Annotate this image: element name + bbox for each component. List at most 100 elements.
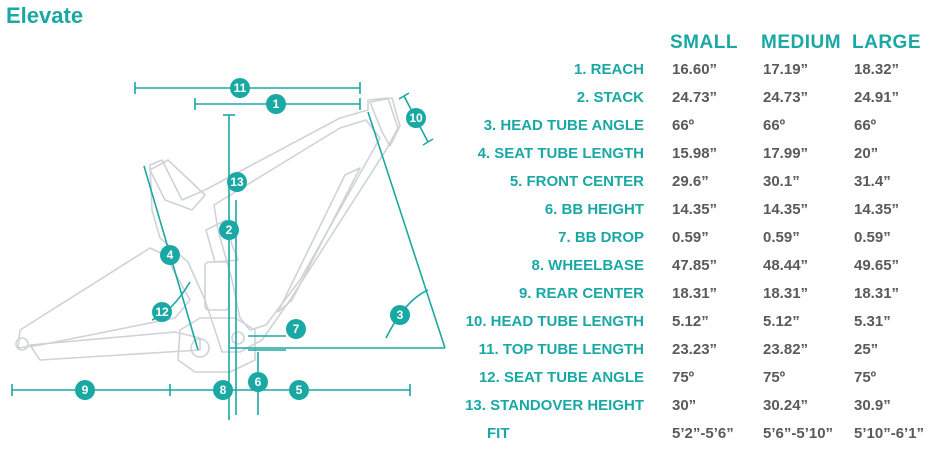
row-label: 1. REACH xyxy=(573,61,644,78)
svg-text:10: 10 xyxy=(409,111,423,125)
svg-text:3: 3 xyxy=(397,308,404,322)
row-label: FIT xyxy=(487,425,510,442)
table-row: 8. WHEELBASE 47.85” 48.44” 49.65” xyxy=(0,257,936,285)
row-label: 12. SEAT TUBE ANGLE xyxy=(478,369,644,386)
value-medium: 75º xyxy=(763,369,786,386)
value-medium: 30.1” xyxy=(763,173,800,190)
table-row: 12. SEAT TUBE ANGLE 75º 75º 75º xyxy=(0,369,936,397)
badge-5: 5 xyxy=(289,380,309,400)
table-row: 4. SEAT TUBE LENGTH 15.98” 17.99” 20” xyxy=(0,145,936,173)
table-row: 5. FRONT CENTER 29.6” 30.1” 31.4” xyxy=(0,173,936,201)
value-large: 5’10”-6’1” xyxy=(854,425,925,442)
value-large: 25” xyxy=(854,341,879,358)
value-small: 24.73” xyxy=(672,89,718,106)
badge-7: 7 xyxy=(286,319,306,339)
dimension-badges: 11 1 10 13 2 4 12 3 7 6 9 8 5 xyxy=(75,78,426,400)
badge-3: 3 xyxy=(390,305,410,325)
value-large: 66º xyxy=(854,117,877,134)
row-label: 9. REAR CENTER xyxy=(518,285,644,302)
row-label: 7. BB DROP xyxy=(558,229,644,246)
value-small: 47.85” xyxy=(672,257,718,274)
row-label: 3. HEAD TUBE ANGLE xyxy=(483,117,644,134)
value-medium: 17.19” xyxy=(763,61,809,78)
row-label: 2. STACK xyxy=(576,89,644,106)
value-large: 30.9” xyxy=(854,397,891,414)
badge-8: 8 xyxy=(213,380,233,400)
value-large: 14.35” xyxy=(854,201,900,218)
svg-text:5: 5 xyxy=(296,383,303,397)
value-small: 5’2”-5’6” xyxy=(672,425,734,442)
value-medium: 5’6”-5’10” xyxy=(763,425,834,442)
value-medium: 66º xyxy=(763,117,786,134)
value-large: 24.91” xyxy=(854,89,900,106)
value-small: 66º xyxy=(672,117,695,134)
svg-text:11: 11 xyxy=(234,81,247,95)
svg-text:12: 12 xyxy=(155,305,169,319)
badge-13: 13 xyxy=(227,172,247,192)
value-medium: 48.44” xyxy=(763,257,809,274)
row-label: 6. BB HEIGHT xyxy=(544,201,644,218)
table-row: 10. HEAD TUBE LENGTH 5.12” 5.12” 5.31” xyxy=(0,313,936,341)
value-medium: 30.24” xyxy=(763,397,809,414)
value-large: 20” xyxy=(854,145,879,162)
value-medium: 14.35” xyxy=(763,201,809,218)
svg-text:6: 6 xyxy=(255,375,262,389)
value-large: 31.4” xyxy=(854,173,891,190)
value-small: 5.12” xyxy=(672,313,709,330)
table-row: 7. BB DROP 0.59” 0.59” 0.59” xyxy=(0,229,936,257)
value-large: 18.32” xyxy=(854,61,900,78)
value-small: 14.35” xyxy=(672,201,718,218)
value-medium: 24.73” xyxy=(763,89,809,106)
table-row: 1. REACH 16.60” 17.19” 18.32” xyxy=(0,61,936,89)
value-large: 18.31” xyxy=(854,285,900,302)
column-header-large: LARGE xyxy=(852,32,921,53)
value-medium: 5.12” xyxy=(763,313,800,330)
row-label: 4. SEAT TUBE LENGTH xyxy=(477,145,644,162)
row-label: 5. FRONT CENTER xyxy=(509,173,644,190)
svg-text:1: 1 xyxy=(273,97,280,111)
badge-11: 11 xyxy=(230,78,250,98)
badge-9: 9 xyxy=(75,380,95,400)
badge-4: 4 xyxy=(160,245,180,265)
column-header-medium: MEDIUM xyxy=(761,32,842,53)
value-small: 30” xyxy=(672,397,697,414)
value-small: 18.31” xyxy=(672,285,718,302)
value-small: 15.98” xyxy=(672,145,718,162)
value-small: 29.6” xyxy=(672,173,709,190)
page-title: Elevate xyxy=(6,3,84,28)
svg-text:4: 4 xyxy=(167,248,174,262)
row-label: 8. WHEELBASE xyxy=(531,257,644,274)
svg-text:2: 2 xyxy=(226,223,233,237)
svg-text:13: 13 xyxy=(230,175,244,189)
table-row: 9. REAR CENTER 18.31” 18.31” 18.31” xyxy=(0,285,936,313)
badge-6: 6 xyxy=(248,372,268,392)
value-small: 0.59” xyxy=(672,229,709,246)
badge-10: 10 xyxy=(406,108,426,128)
value-large: 5.31” xyxy=(854,313,891,330)
row-label: 13. STANDOVER HEIGHT xyxy=(465,397,644,414)
value-small: 16.60” xyxy=(672,61,718,78)
table-row: 6. BB HEIGHT 14.35” 14.35” 14.35” xyxy=(0,201,936,229)
badge-1: 1 xyxy=(266,94,286,114)
table-row: 13. STANDOVER HEIGHT 30” 30.24” 30.9” xyxy=(0,397,936,425)
row-label: 11. TOP TUBE LENGTH xyxy=(478,341,644,358)
value-large: 0.59” xyxy=(854,229,891,246)
svg-text:9: 9 xyxy=(82,383,89,397)
table-row: FIT 5’2”-5’6” 5’6”-5’10” 5’10”-6’1” xyxy=(0,425,936,453)
value-large: 75º xyxy=(854,369,877,386)
column-header-small: SMALL xyxy=(670,32,738,53)
value-medium: 17.99” xyxy=(763,145,809,162)
table-row: 2. STACK 24.73” 24.73” 24.91” xyxy=(0,89,936,117)
dimension-lines xyxy=(11,82,446,420)
badge-12: 12 xyxy=(152,302,172,322)
bike-frame-diagram: 11 1 10 13 2 4 12 3 7 6 9 8 5 xyxy=(11,78,446,420)
svg-text:8: 8 xyxy=(220,383,227,397)
table-row: 11. TOP TUBE LENGTH 23.23” 23.82” 25” xyxy=(0,341,936,369)
value-large: 49.65” xyxy=(854,257,900,274)
value-medium: 0.59” xyxy=(763,229,800,246)
value-medium: 23.82” xyxy=(763,341,809,358)
badge-2: 2 xyxy=(219,220,239,240)
table-row: 3. HEAD TUBE ANGLE 66º 66º 66º xyxy=(0,117,936,145)
value-small: 75º xyxy=(672,369,695,386)
value-medium: 18.31” xyxy=(763,285,809,302)
